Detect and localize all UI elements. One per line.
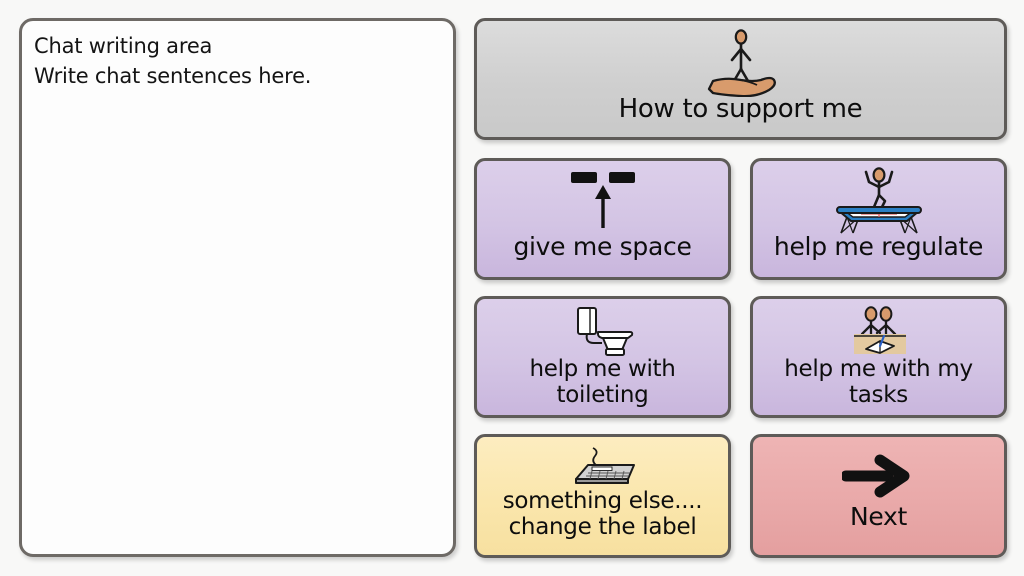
cell-how-to-support-me: How to support me	[474, 18, 1007, 140]
next-label: Next	[849, 502, 908, 531]
trampoline-icon	[831, 161, 927, 233]
cell-help-me-with-my-tasks: help me with my tasks	[750, 296, 1007, 418]
how-to-support-me-button[interactable]: How to support me	[474, 18, 1007, 140]
toilet-icon	[570, 299, 636, 357]
how-to-support-me-label: How to support me	[618, 94, 863, 124]
help-me-regulate-label: help me regulate	[773, 232, 984, 261]
keyboard-icon	[566, 437, 640, 489]
cell-something-else: something else.... change the label	[474, 434, 731, 558]
next-button[interactable]: Next	[750, 434, 1007, 558]
something-else-label: something else.... change the label	[502, 488, 703, 540]
cell-help-me-regulate: help me regulate	[750, 158, 1007, 280]
help-me-with-toileting-label: help me with toileting	[529, 356, 676, 408]
help-me-with-my-tasks-label: help me with my tasks	[784, 356, 973, 408]
cell-give-me-space: give me space	[474, 158, 731, 280]
help-me-with-toileting-button[interactable]: help me with toileting	[474, 296, 731, 418]
chat-writing-area[interactable]: Chat writing area Write chat sentences h…	[19, 18, 456, 557]
button-grid: How to support me give me space	[474, 18, 1007, 558]
hand-holding-person-icon	[691, 21, 791, 97]
give-me-space-button[interactable]: give me space	[474, 158, 731, 280]
arrow-up-between-bars-icon	[565, 161, 641, 233]
arrow-right-icon	[841, 437, 916, 503]
help-me-with-my-tasks-button[interactable]: help me with my tasks	[750, 296, 1007, 418]
two-people-at-desk-icon	[840, 299, 918, 357]
help-me-regulate-button[interactable]: help me regulate	[750, 158, 1007, 280]
give-me-space-label: give me space	[513, 232, 692, 261]
cell-next: Next	[750, 434, 1007, 558]
cell-help-me-with-toileting: help me with toileting	[474, 296, 731, 418]
chat-line-2: Write chat sentences here.	[34, 64, 312, 88]
something-else-button[interactable]: something else.... change the label	[474, 434, 731, 558]
chat-line-1: Chat writing area	[34, 34, 213, 58]
